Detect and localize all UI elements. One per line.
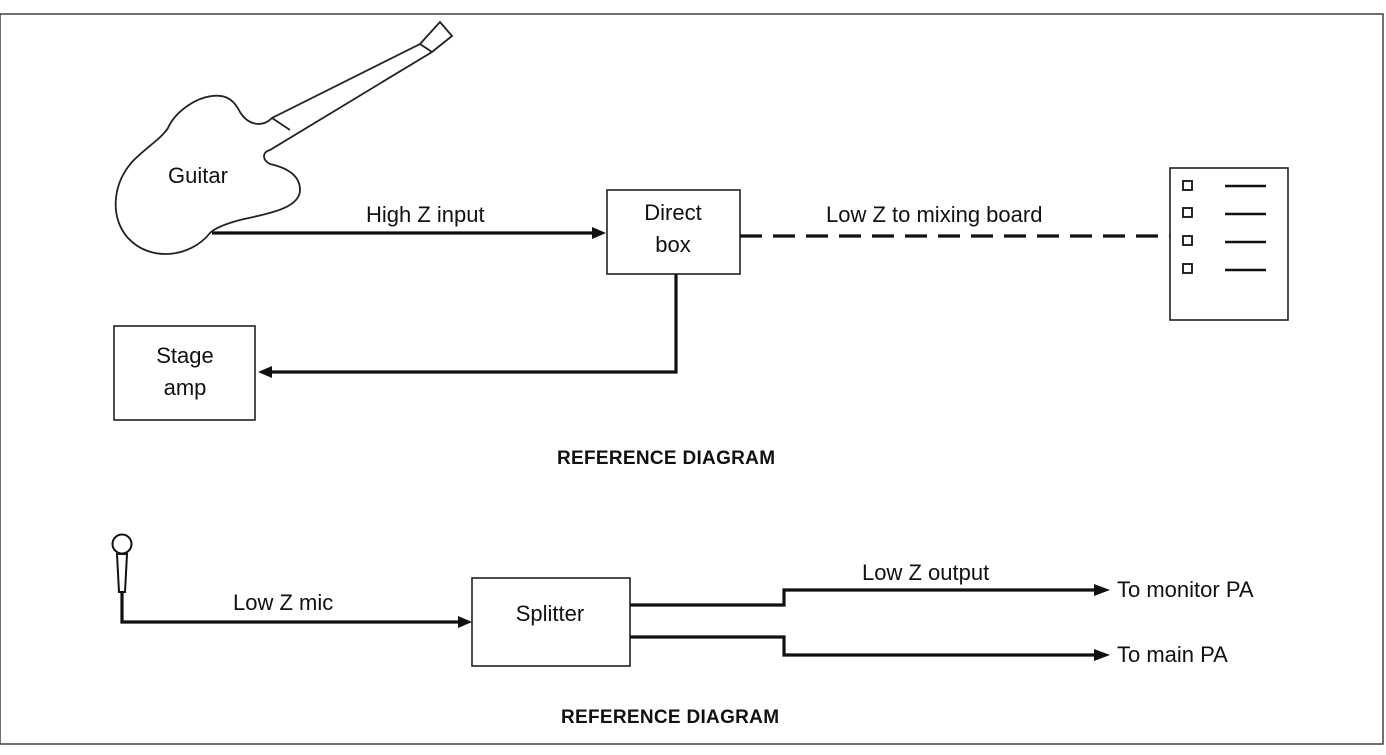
guitar-label: Guitar (168, 163, 228, 188)
caption-1: REFERENCE DIAGRAM (557, 448, 775, 469)
monitor-arrow-icon (1094, 584, 1110, 596)
direct-box-line2: box (655, 232, 690, 257)
stage-amp-box (114, 326, 255, 420)
stage-amp-arrow-icon (258, 366, 272, 378)
high-z-arrow-icon (592, 227, 606, 239)
caption-2: REFERENCE DIAGRAM (561, 707, 779, 728)
monitor-label: To monitor PA (1117, 577, 1254, 602)
main-wire (630, 637, 1100, 655)
output-label: Low Z output (862, 560, 989, 585)
microphone-icon (113, 535, 132, 593)
monitor-wire (630, 590, 1100, 605)
stage-amp-line2: amp (164, 375, 207, 400)
mixing-board-icon (1170, 168, 1288, 320)
direct-box-line1: Direct (644, 200, 701, 225)
main-label: To main PA (1117, 642, 1228, 667)
stage-amp-line1: Stage (156, 343, 214, 368)
high-z-label: High Z input (366, 202, 485, 227)
main-arrow-icon (1094, 649, 1110, 661)
low-z-board-label: Low Z to mixing board (826, 202, 1042, 227)
stage-amp-wire (266, 274, 676, 372)
splitter-label: Splitter (516, 601, 584, 626)
mic-label: Low Z mic (233, 590, 333, 615)
mic-arrow-icon (458, 616, 472, 628)
